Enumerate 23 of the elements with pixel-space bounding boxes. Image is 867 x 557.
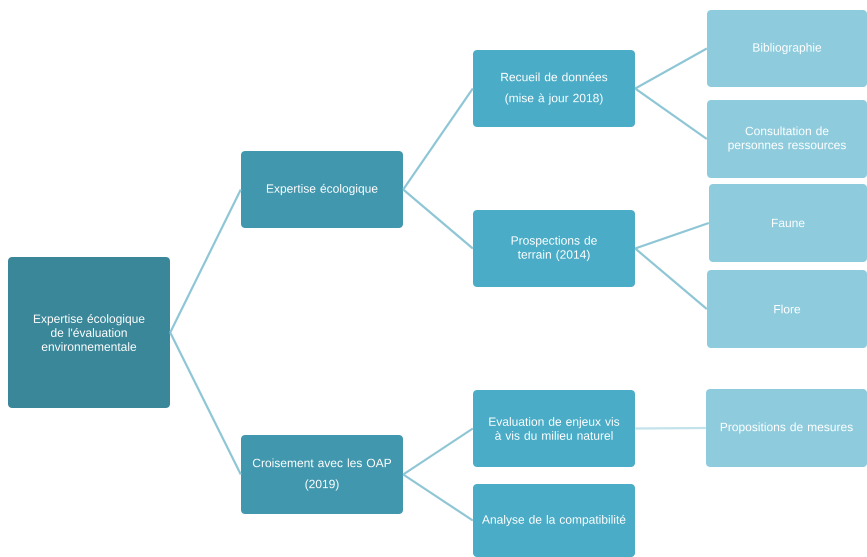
connector-line xyxy=(402,88,474,190)
connector-line xyxy=(402,188,474,250)
process-box: Bibliographie xyxy=(707,10,867,87)
connector-line xyxy=(169,189,242,333)
connector-line xyxy=(635,426,706,430)
process-box: Analyse de la compatibilité xyxy=(473,484,635,557)
process-box: Prospections de terrain (2014) xyxy=(473,210,635,287)
connector-line xyxy=(169,332,242,475)
process-box: Faune xyxy=(709,184,867,262)
process-box: Croisement avec les OAP (2019) xyxy=(241,435,403,514)
process-box: Propositions de mesures xyxy=(706,389,867,467)
connector-line xyxy=(634,88,708,140)
connector-line xyxy=(634,48,708,90)
process-box: Flore xyxy=(707,270,867,348)
connector-line xyxy=(402,428,474,476)
process-box: Consultation de personnes ressources xyxy=(707,100,867,178)
process-box: Evaluation de enjeux vis à vis du milieu naturel xyxy=(473,390,635,467)
process-box: Expertise écologique de l'évaluation environnementale xyxy=(8,257,170,408)
process-box: Recueil de données (mise à jour 2018) xyxy=(473,50,635,127)
connector-line xyxy=(402,474,474,522)
connector-line xyxy=(634,222,710,250)
connector-line xyxy=(634,248,708,310)
process-box: Expertise écologique xyxy=(241,151,403,228)
